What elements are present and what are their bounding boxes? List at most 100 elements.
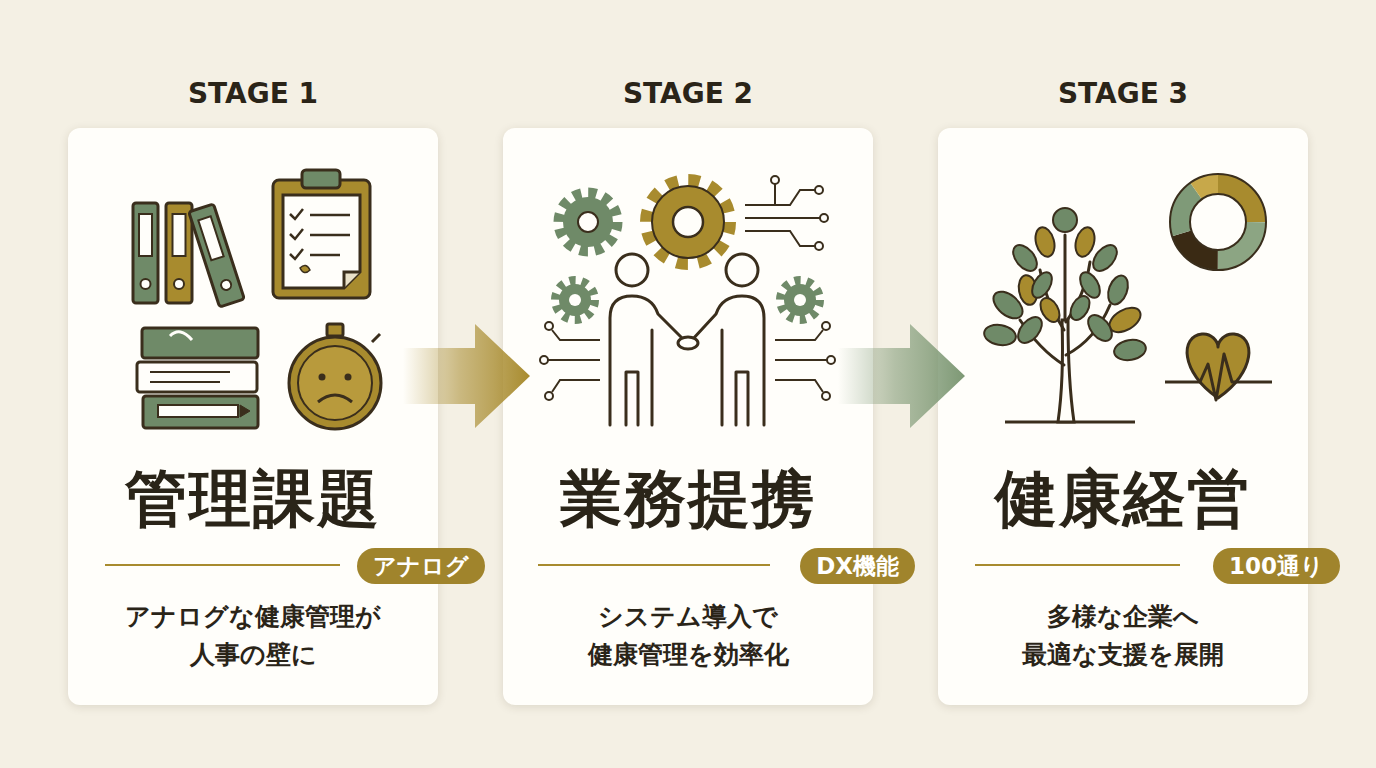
- stopwatch-icon: [345, 374, 352, 381]
- tree-icon: [1005, 421, 1135, 424]
- handshake-people: [626, 372, 638, 425]
- handshake-people: [610, 254, 764, 425]
- circuit-lines: [815, 242, 823, 250]
- gear-icon: [560, 194, 616, 250]
- gear-icon: [673, 207, 703, 237]
- binder-icon: [173, 214, 186, 256]
- handshake-people: [692, 296, 764, 425]
- tree-icon: [1020, 235, 1110, 365]
- handshake-people: [736, 372, 748, 425]
- divider-line: [538, 564, 770, 566]
- clipboard-icon: [290, 249, 303, 259]
- circuit-lines: [774, 184, 776, 205]
- handshake-people: [616, 254, 648, 286]
- stage-arrow: [838, 324, 965, 428]
- circuit-lines: [552, 380, 600, 392]
- clipboard-icon: [290, 209, 350, 259]
- tree-icon: [983, 225, 1148, 362]
- binder-icon: [189, 204, 245, 307]
- handshake-people: [721, 330, 724, 425]
- handshake-people: [726, 254, 758, 286]
- stopwatch-icon: [298, 346, 372, 420]
- tree-icon: [1037, 295, 1064, 326]
- binder-icon: [166, 203, 192, 303]
- clipboard-icon: [273, 170, 370, 298]
- gear-icon: [556, 281, 594, 319]
- circuit-lines: [745, 190, 815, 205]
- gear-icon: [784, 284, 816, 316]
- circuit-lines: [552, 330, 600, 340]
- circuit-lines: [548, 359, 600, 361]
- circuit-lines: [745, 217, 820, 219]
- stopwatch-icon: [289, 324, 381, 429]
- divider-line: [105, 564, 1180, 566]
- binder-icon: [189, 204, 245, 307]
- binder-icon: [174, 279, 184, 289]
- tree-icon: [1105, 303, 1144, 337]
- tree-icon: [1076, 269, 1104, 301]
- stage-description: 多様な企業へ 最適な支援を展開: [954, 598, 1292, 674]
- stage-title: 業務提携: [503, 461, 873, 537]
- donut-chart-icon: [1190, 194, 1246, 250]
- clipboard-icon: [290, 209, 303, 219]
- divider-line: [105, 564, 340, 566]
- binder-icon: [133, 203, 244, 307]
- tree-icon: [1020, 320, 1064, 365]
- gear-icon: [578, 212, 598, 232]
- handshake-people: [651, 330, 654, 425]
- gear-icon: [781, 281, 819, 319]
- stage-description: アナログな健康管理が 人事の壁に: [84, 598, 422, 674]
- heart-pulse-icon: [1165, 354, 1272, 400]
- clipboard-icon: [310, 254, 340, 257]
- book-stack-icon: [143, 396, 258, 428]
- binder-icon: [139, 214, 152, 256]
- tree-icon: [983, 322, 1018, 347]
- badge-text: DX機能: [816, 551, 899, 581]
- clipboard-icon: [300, 265, 310, 272]
- stopwatch-icon: [318, 395, 352, 402]
- clipboard-icon: [344, 272, 360, 288]
- donut-chart-icon: [1180, 184, 1256, 260]
- binder-icon: [198, 216, 223, 260]
- tree-icon: [1064, 235, 1067, 320]
- clipboard-icon: [273, 180, 370, 298]
- circuit-lines: [827, 356, 835, 364]
- clipboard-icon: [302, 170, 340, 188]
- circuit-lines: [822, 392, 830, 400]
- tree-icon: [1028, 269, 1056, 301]
- circuit-lines: [822, 322, 830, 330]
- gear-icon: [556, 182, 819, 319]
- donut-chart-icon: [1180, 184, 1256, 260]
- circuit-lines: [815, 186, 823, 194]
- stage-label: STAGE 1: [68, 76, 438, 112]
- binder-icon: [220, 279, 233, 292]
- tree-icon: [1053, 208, 1077, 232]
- donut-chart-icon: [1180, 184, 1256, 260]
- circuit-lines: [545, 392, 553, 400]
- clipboard-icon: [310, 234, 350, 237]
- tree-icon: [1072, 225, 1097, 259]
- tree-icon: [1067, 293, 1094, 324]
- stage-description: システム導入で 健康管理を効率化: [519, 598, 857, 674]
- book-stack-icon: [150, 381, 220, 383]
- book-stack-icon: [142, 328, 258, 358]
- stage-badge: アナログ: [357, 548, 485, 584]
- donut-chart-icon: [1170, 174, 1266, 270]
- stage-label: STAGE 3: [938, 76, 1308, 112]
- circuit-lines: [775, 330, 823, 340]
- divider-line: [975, 564, 1180, 566]
- binder-icon: [133, 203, 158, 303]
- circuit-lines: [771, 176, 779, 184]
- clipboard-icon: [283, 195, 360, 288]
- stage-badge: 100通り: [1213, 548, 1340, 584]
- circuit-lines: [775, 380, 823, 392]
- gear-icon: [652, 186, 724, 258]
- tree-icon: [1008, 241, 1041, 276]
- tree-icon: [1113, 337, 1148, 362]
- stage-title: 健康経営: [938, 461, 1308, 537]
- book-stack-icon: [150, 371, 230, 373]
- circuit-lines: [540, 176, 835, 400]
- stage-arrow: [403, 324, 530, 428]
- stage-card: STAGE 2業務提携システム導入で 健康管理を効率化DX機能: [503, 128, 873, 705]
